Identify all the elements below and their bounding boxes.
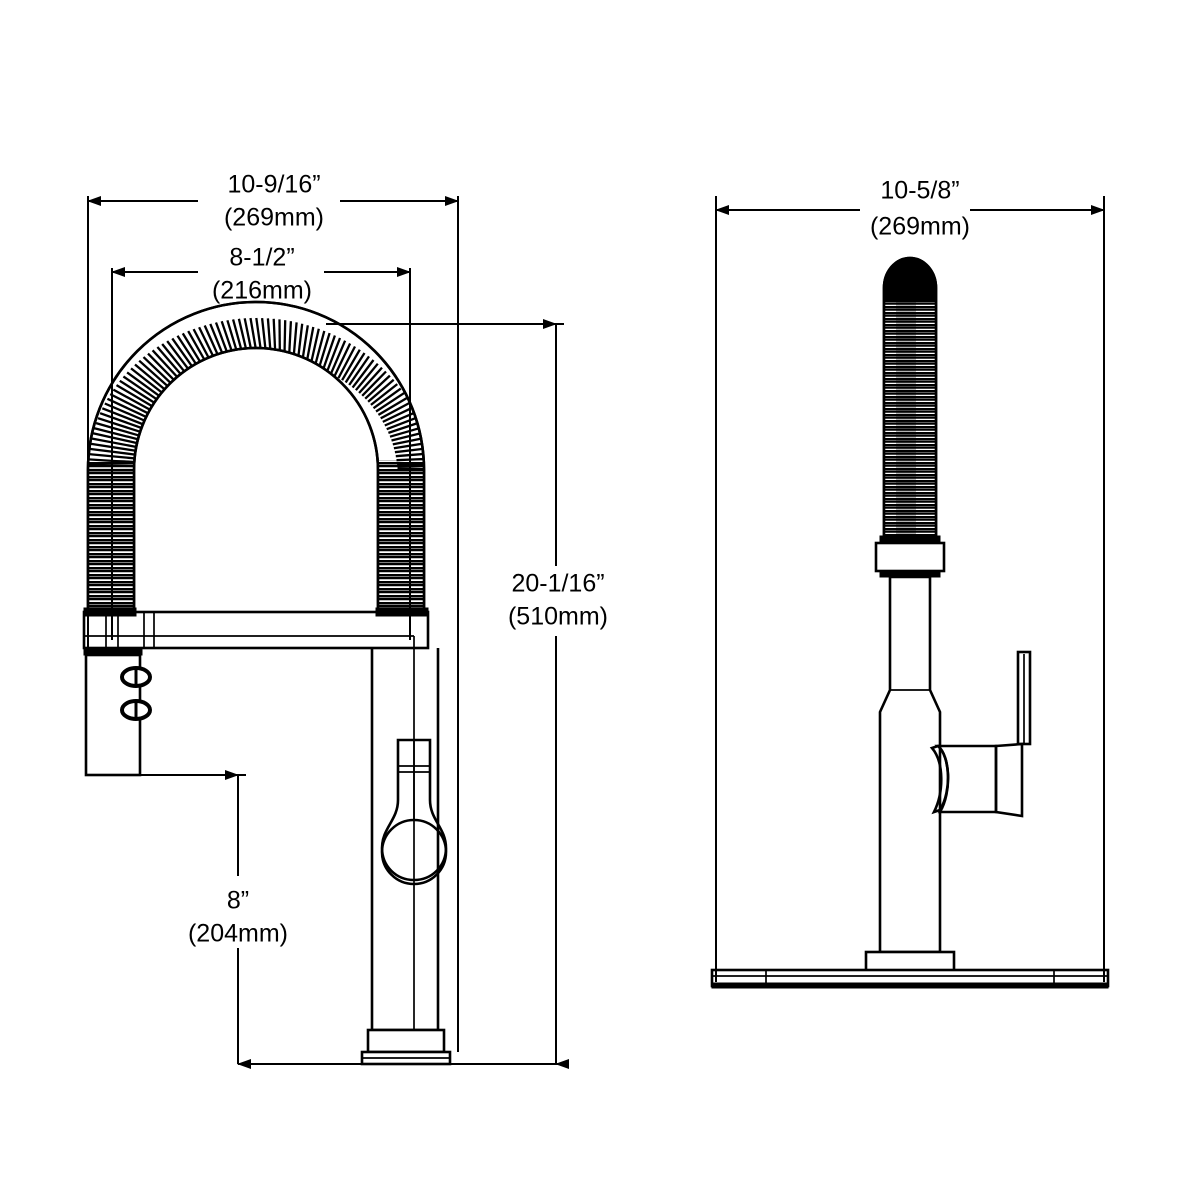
side-coil-hatching [884, 258, 936, 540]
collar-nut [874, 535, 946, 578]
dim-label-front-clearance-imperial: 8” [227, 887, 249, 915]
coiled-spring-column [882, 256, 938, 542]
dim-label-front-clearance-metric: (204mm) [188, 920, 288, 948]
dim-label-front-width-imperial: 10-9/16” [227, 171, 320, 199]
dimension-side-overall-width: 10-5/8” (269mm) [715, 177, 1105, 982]
dim-label-front-height-metric: (510mm) [508, 603, 608, 631]
dimension-front-overall-width: 10-9/16” (269mm) [87, 171, 459, 1052]
crossbar [82, 607, 430, 650]
side-elevation-view: 10-5/8” (269mm) [710, 177, 1110, 989]
dimension-front-overall-height: 20-1/16” (510mm) [326, 319, 608, 1069]
handle-lever [929, 650, 1032, 818]
dim-label-front-reach-imperial: 8-1/2” [229, 244, 294, 272]
left-valve-column [83, 647, 152, 777]
dim-label-front-height-imperial: 20-1/16” [511, 570, 604, 598]
screw-fastener-lower [120, 699, 152, 721]
coiled-spring-arch [86, 300, 426, 642]
dimension-front-spout-reach: 8-1/2” (216mm) [111, 244, 411, 640]
base-flange [360, 1028, 452, 1066]
deck-plate [710, 968, 1110, 989]
dim-label-side-width-metric: (269mm) [870, 213, 970, 241]
screw-fastener-upper [120, 666, 152, 688]
dim-label-front-width-metric: (269mm) [224, 204, 324, 232]
front-elevation-view: 10-9/16” (269mm) 8-1/2” (216mm) 20-1/16”… [82, 171, 608, 1069]
dimension-front-spout-clearance: 8” (204mm) [86, 770, 450, 1069]
spray-head [360, 636, 452, 1066]
dim-label-front-reach-metric: (216mm) [212, 277, 312, 305]
dim-label-side-width-imperial: 10-5/8” [880, 177, 959, 205]
tapered-body [878, 575, 942, 954]
